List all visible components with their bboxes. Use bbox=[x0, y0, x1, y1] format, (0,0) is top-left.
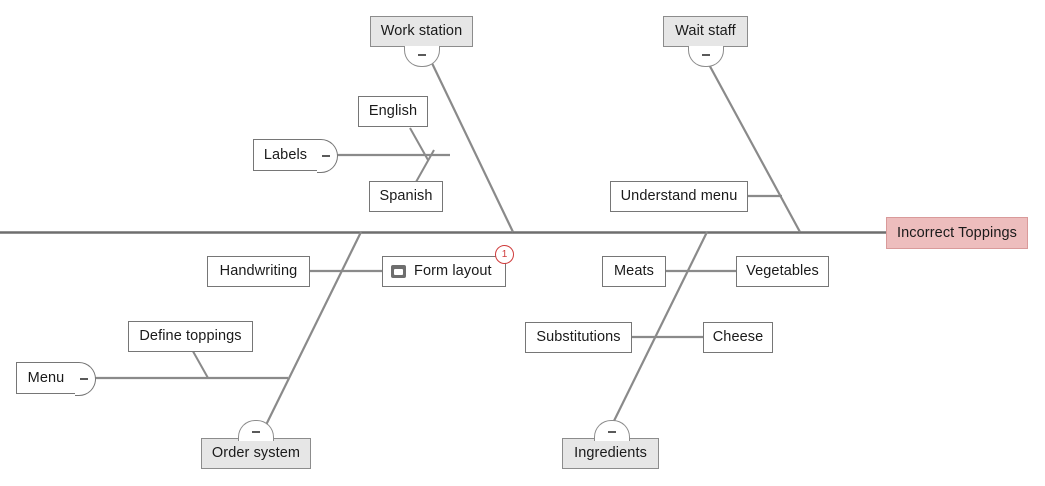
cause-node-spanish[interactable]: Spanish bbox=[369, 181, 443, 212]
category-label-order-system: Order system bbox=[211, 445, 301, 462]
comment-count-badge[interactable]: 1 bbox=[495, 245, 514, 264]
cause-label-vegetables: Vegetables bbox=[746, 263, 819, 280]
category-label-ingredients: Ingredients bbox=[574, 445, 647, 462]
cause-node-substitutions[interactable]: Substitutions bbox=[525, 322, 632, 353]
category-node-ingredients[interactable]: Ingredients bbox=[562, 438, 659, 469]
cause-node-menu[interactable]: Menu bbox=[16, 362, 76, 394]
minus-icon bbox=[252, 431, 260, 433]
collapse-toggle-work-station[interactable] bbox=[404, 46, 440, 67]
category-label-work-station: Work station bbox=[380, 23, 463, 40]
cause-label-define-toppings: Define toppings bbox=[139, 328, 242, 345]
cause-node-define-toppings[interactable]: Define toppings bbox=[128, 321, 253, 352]
minus-icon bbox=[608, 431, 616, 433]
minus-icon bbox=[702, 54, 710, 56]
cause-node-handwriting[interactable]: Handwriting bbox=[207, 256, 310, 287]
cause-label-menu: Menu bbox=[27, 369, 65, 386]
category-node-order-system[interactable]: Order system bbox=[201, 438, 311, 469]
cause-node-form-layout[interactable]: Form layout bbox=[382, 256, 506, 287]
minus-icon bbox=[322, 155, 330, 157]
category-node-work-station[interactable]: Work station bbox=[370, 16, 473, 47]
collapse-toggle-labels[interactable] bbox=[317, 139, 338, 173]
cause-label-english: English bbox=[368, 103, 418, 120]
cause-label-substitutions: Substitutions bbox=[536, 329, 621, 346]
cause-node-labels[interactable]: Labels bbox=[253, 139, 318, 171]
category-node-wait-staff[interactable]: Wait staff bbox=[663, 16, 748, 47]
cause-label-labels: Labels bbox=[263, 146, 308, 163]
cause-node-vegetables[interactable]: Vegetables bbox=[736, 256, 829, 287]
collapse-toggle-menu[interactable] bbox=[75, 362, 96, 396]
comment-count-value: 1 bbox=[501, 248, 508, 260]
connector-spanish bbox=[415, 149, 435, 183]
minus-icon bbox=[418, 54, 426, 56]
cause-node-meats[interactable]: Meats bbox=[602, 256, 666, 287]
collapse-toggle-order-system[interactable] bbox=[238, 420, 274, 441]
cause-label-meats: Meats bbox=[614, 263, 654, 280]
cause-label-handwriting: Handwriting bbox=[219, 263, 298, 280]
cause-node-cheese[interactable]: Cheese bbox=[703, 322, 773, 353]
minus-icon bbox=[80, 378, 88, 380]
category-label-wait-staff: Wait staff bbox=[675, 23, 736, 40]
collapse-toggle-ingredients[interactable] bbox=[594, 420, 630, 441]
cause-label-cheese: Cheese bbox=[712, 329, 764, 346]
note-icon bbox=[391, 265, 406, 278]
cause-label-understand-menu: Understand menu bbox=[620, 188, 738, 205]
connector-english bbox=[409, 127, 429, 161]
effect-label: Incorrect Toppings bbox=[896, 224, 1018, 241]
cause-label-spanish: Spanish bbox=[379, 188, 433, 205]
effect-node-incorrect-toppings[interactable]: Incorrect Toppings bbox=[886, 217, 1028, 249]
cause-node-english[interactable]: English bbox=[358, 96, 428, 127]
collapse-toggle-wait-staff[interactable] bbox=[688, 46, 724, 67]
cause-node-understand-menu[interactable]: Understand menu bbox=[610, 181, 748, 212]
cause-label-form-layout: Form layout bbox=[414, 263, 492, 280]
